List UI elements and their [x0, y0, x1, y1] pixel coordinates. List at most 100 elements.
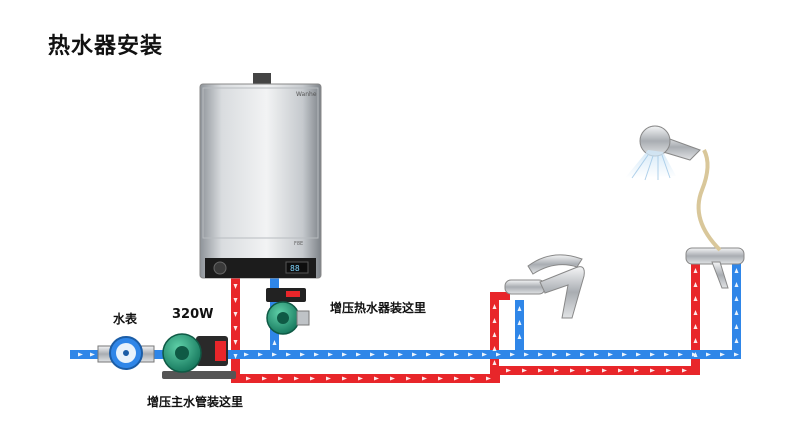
flow-arrow — [233, 312, 238, 317]
flow-arrow — [682, 368, 687, 373]
flow-arrow — [244, 352, 249, 357]
flow-arrow — [342, 376, 347, 381]
flow-arrow — [650, 352, 655, 357]
flow-arrow — [454, 352, 459, 357]
shower-hose — [696, 149, 722, 252]
flow-arrow — [233, 326, 238, 331]
flow-arrow — [636, 352, 641, 357]
flow-arrow — [734, 282, 739, 287]
flow-arrow — [246, 376, 251, 381]
flow-arrow — [492, 304, 497, 309]
faucet — [504, 254, 585, 319]
flow-arrow — [517, 306, 522, 311]
flow-arrow — [522, 368, 527, 373]
flow-arrow — [426, 352, 431, 357]
flow-arrow — [384, 352, 389, 357]
flow-arrow — [342, 352, 347, 357]
flow-arrow — [272, 352, 277, 357]
flow-arrow — [634, 368, 639, 373]
hot-right-run-pipe — [499, 366, 700, 375]
flow-arrow — [720, 352, 725, 357]
faucet-cold-riser — [515, 300, 524, 358]
flow-arrow — [412, 352, 417, 357]
flow-arrow — [356, 352, 361, 357]
main-line-pump — [162, 333, 236, 379]
flow-arrow — [492, 360, 497, 365]
heater-flue — [253, 73, 271, 85]
flow-arrow — [608, 352, 613, 357]
flow-arrow — [496, 352, 501, 357]
flow-arrow — [566, 352, 571, 357]
flow-arrow — [278, 376, 283, 381]
flow-arrow — [440, 352, 445, 357]
flow-arrow — [398, 352, 403, 357]
flow-arrow — [374, 376, 379, 381]
flow-arrow — [618, 368, 623, 373]
main-pump-location-label: 增压主水管装这里 — [147, 395, 244, 409]
flow-arrow — [706, 352, 711, 357]
flow-arrow — [258, 352, 263, 357]
flow-arrow — [602, 368, 607, 373]
flow-arrow — [693, 310, 698, 315]
flow-arrow — [580, 352, 585, 357]
flow-arrow — [554, 368, 559, 373]
flow-arrow — [310, 376, 315, 381]
flow-arrow — [300, 352, 305, 357]
flow-arrow — [468, 352, 473, 357]
flow-arrow — [678, 352, 683, 357]
svg-text:F8E: F8E — [294, 241, 303, 247]
heater-pump-label: 增压热水器装这里 — [330, 301, 427, 315]
flow-arrow — [390, 376, 395, 381]
flow-arrow — [482, 352, 487, 357]
faucet-handle — [527, 254, 583, 275]
flow-arrow — [233, 298, 238, 303]
flow-arrow — [233, 340, 238, 345]
flow-arrow — [693, 324, 698, 329]
water-meter-label: 水表 — [113, 312, 138, 326]
flow-arrow — [510, 352, 515, 357]
flow-arrow — [233, 284, 238, 289]
flow-arrow — [693, 296, 698, 301]
flow-arrow — [693, 338, 698, 343]
faucet-hot-riser — [490, 294, 499, 383]
pump-indicator — [286, 291, 300, 297]
faucet-hot-elbow — [490, 292, 510, 300]
heater-knob — [213, 261, 227, 275]
heater-display — [285, 261, 309, 274]
flow-arrow — [552, 352, 557, 357]
flow-arrow — [438, 376, 443, 381]
flow-arrow — [370, 352, 375, 357]
flow-arrow — [272, 340, 277, 345]
flow-arrow — [734, 296, 739, 301]
flow-arrow — [233, 354, 238, 359]
flow-arrow — [693, 282, 698, 287]
hot-main-lower-pipe — [231, 374, 500, 383]
page-title: 热水器安装 — [48, 34, 164, 59]
heater-display-value: 88 — [290, 264, 300, 273]
flow-arrow — [486, 376, 491, 381]
heater-brand: Wanhe — [296, 91, 317, 98]
pump-motor — [296, 310, 310, 326]
flow-arrow — [622, 352, 627, 357]
flow-arrow — [650, 368, 655, 373]
flow-arrow — [470, 376, 475, 381]
flow-arrow — [454, 376, 459, 381]
flow-arrow — [586, 368, 591, 373]
water-meter — [97, 336, 155, 370]
flow-arrow — [492, 332, 497, 337]
flow-arrow — [517, 320, 522, 325]
shower — [625, 125, 745, 289]
pump-power-label: 320W — [172, 307, 214, 322]
flow-arrow — [90, 352, 95, 357]
flow-arrow — [294, 376, 299, 381]
main-pump-label — [215, 341, 226, 361]
flow-arrow — [666, 368, 671, 373]
flow-arrows — [78, 268, 739, 381]
flow-arrow — [358, 376, 363, 381]
flow-arrow — [286, 352, 291, 357]
flow-arrow — [693, 352, 698, 357]
flow-arrow — [406, 376, 411, 381]
mixer-lever — [711, 261, 729, 289]
flow-arrow — [538, 352, 543, 357]
